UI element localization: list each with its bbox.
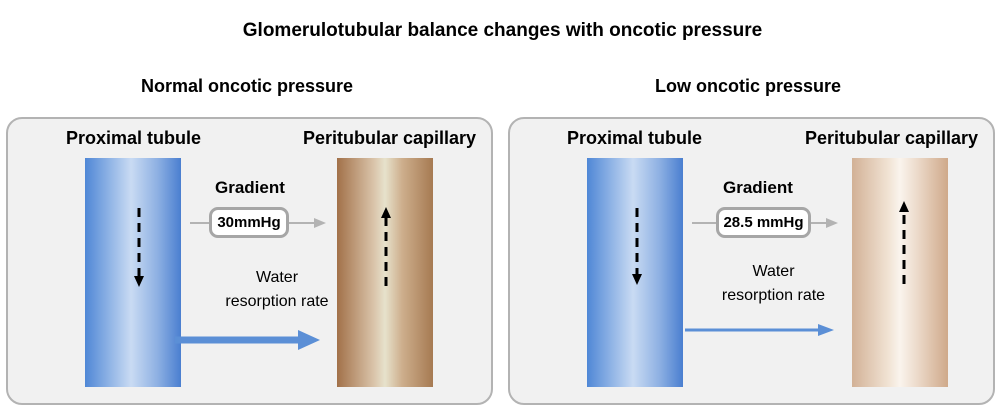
gradient-label-low: Gradient — [723, 178, 793, 197]
gradient-value-box-low: 28.5 mmHg — [716, 207, 811, 238]
water-label-line2-low: resorption rate — [721, 287, 826, 304]
gradient-arrow-normal — [190, 218, 326, 228]
peritubular-capillary-normal — [337, 158, 433, 387]
gradient-arrow-low — [692, 218, 838, 228]
gradient-value-box-normal: 30mmHg — [209, 207, 289, 238]
dashed-down-arrow-low — [632, 208, 642, 285]
peritubular-capillary-label-normal: Peritubular capillary — [303, 128, 477, 148]
dashed-down-arrow-normal — [134, 208, 144, 287]
proximal-tubule-label-normal: Proximal tubule — [66, 128, 202, 148]
peritubular-capillary-label-low: Peritubular capillary — [805, 128, 979, 148]
dashed-up-arrow-normal — [381, 207, 391, 286]
resorption-arrow-normal — [175, 330, 320, 350]
resorption-arrow-low — [685, 324, 834, 336]
diagram-title: Glomerulotubular balance changes with on… — [242, 20, 763, 41]
water-resorption-label-normal: Water resorption rate — [212, 266, 342, 314]
proximal-tubule-low — [587, 158, 683, 387]
dashed-up-arrow-low — [899, 201, 909, 284]
proximal-tubule-normal — [85, 158, 181, 387]
water-label-line1-low: Water — [752, 263, 795, 280]
gradient-label-normal: Gradient — [215, 178, 285, 197]
water-resorption-label-low: Water resorption rate — [706, 260, 841, 308]
water-label-line1-normal: Water — [255, 269, 299, 286]
proximal-tubule-label-low: Proximal tubule — [567, 128, 703, 148]
panel-heading-low: Low oncotic pressure — [654, 76, 842, 96]
water-label-line2-normal: resorption rate — [225, 293, 329, 310]
panel-heading-normal: Normal oncotic pressure — [140, 76, 354, 96]
peritubular-capillary-low — [852, 158, 948, 387]
